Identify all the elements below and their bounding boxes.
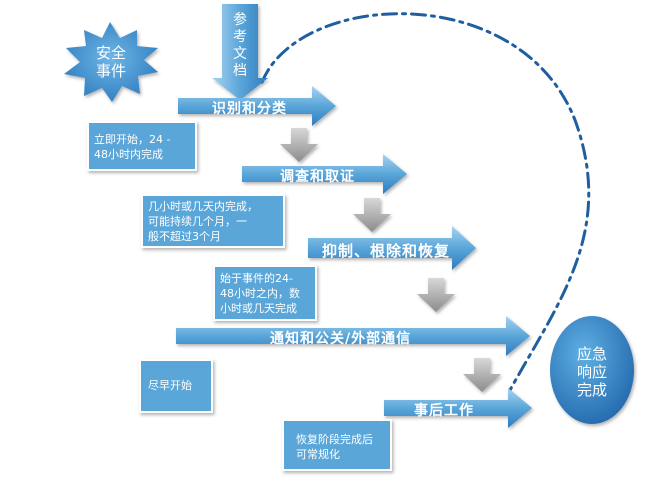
phase-note: 恢复阶段完成后 可常规化 xyxy=(296,433,373,461)
phase-arrow xyxy=(242,154,407,194)
note-box xyxy=(282,419,392,471)
down-arrow xyxy=(280,128,318,162)
security-event-label: 安全 事件 xyxy=(95,44,126,80)
down-arrow xyxy=(353,198,391,232)
phase-note: 立即开始，24 - 48小时内完成 xyxy=(94,133,171,161)
phase-note: 尽早开始 xyxy=(148,379,192,392)
phase-arrow xyxy=(308,226,476,270)
down-arrow xyxy=(417,278,455,312)
phase-title: 通知和公关/外部通信 xyxy=(270,331,412,347)
note-box xyxy=(139,359,213,413)
phase-arrow xyxy=(384,388,532,428)
response-complete-circle xyxy=(550,316,634,424)
reference-doc-label: 参 考 文 档 xyxy=(233,12,247,79)
note-box xyxy=(141,194,285,248)
note-box xyxy=(87,121,197,171)
phase-title: 事后工作 xyxy=(414,403,474,419)
phase-title: 调查和取证 xyxy=(280,169,355,185)
note-box xyxy=(213,265,317,321)
phase-title: 识别和分类 xyxy=(212,101,287,117)
security-event-starburst xyxy=(64,22,158,102)
phase-arrow xyxy=(176,316,530,356)
phase-note: 始于事件的24- 48小时之内，数 小时或几天完成 xyxy=(220,272,300,315)
down-arrow xyxy=(463,358,501,392)
reference-doc-arrow xyxy=(212,4,268,100)
phase-title: 抑制、根除和恢复 xyxy=(322,242,451,260)
feedback-dashed-arc xyxy=(260,12,591,392)
phase-note: 几小时或几天内完成， 可能持续几个月，一 般不超过3个月 xyxy=(148,200,258,243)
phase-arrow xyxy=(178,86,336,126)
response-complete-label: 应急 响应 完成 xyxy=(576,345,607,399)
